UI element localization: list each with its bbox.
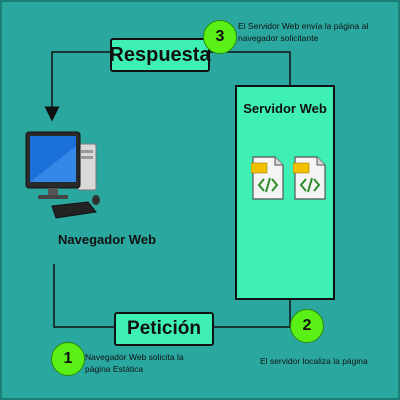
server-label: Servidor Web bbox=[243, 101, 327, 116]
step-1-note: Navegador Web solicita la página Estátic… bbox=[85, 352, 184, 374]
response-line bbox=[206, 51, 291, 85]
step-1-badge: 1 bbox=[51, 342, 85, 376]
step-3-note: El Servidor Web envía la página al naveg… bbox=[238, 21, 369, 43]
computer-icon bbox=[25, 131, 100, 219]
step-2-badge: 2 bbox=[290, 309, 324, 343]
server-box: Servidor Web bbox=[235, 85, 335, 300]
request-line-left bbox=[53, 264, 114, 328]
peticion-label: Petición bbox=[127, 318, 201, 339]
html-file-icon bbox=[251, 156, 284, 200]
client-label: Navegador Web bbox=[58, 232, 157, 247]
response-arrow bbox=[44, 51, 110, 122]
step-2-note: El servidor localiza la página bbox=[260, 356, 368, 366]
peticion-box: Petición bbox=[114, 312, 214, 346]
css-file-icon bbox=[293, 156, 326, 200]
respuesta-label: Respuesta bbox=[109, 43, 211, 66]
respuesta-box: Respuesta bbox=[109, 38, 211, 72]
step-3-badge: 3 bbox=[203, 20, 237, 54]
